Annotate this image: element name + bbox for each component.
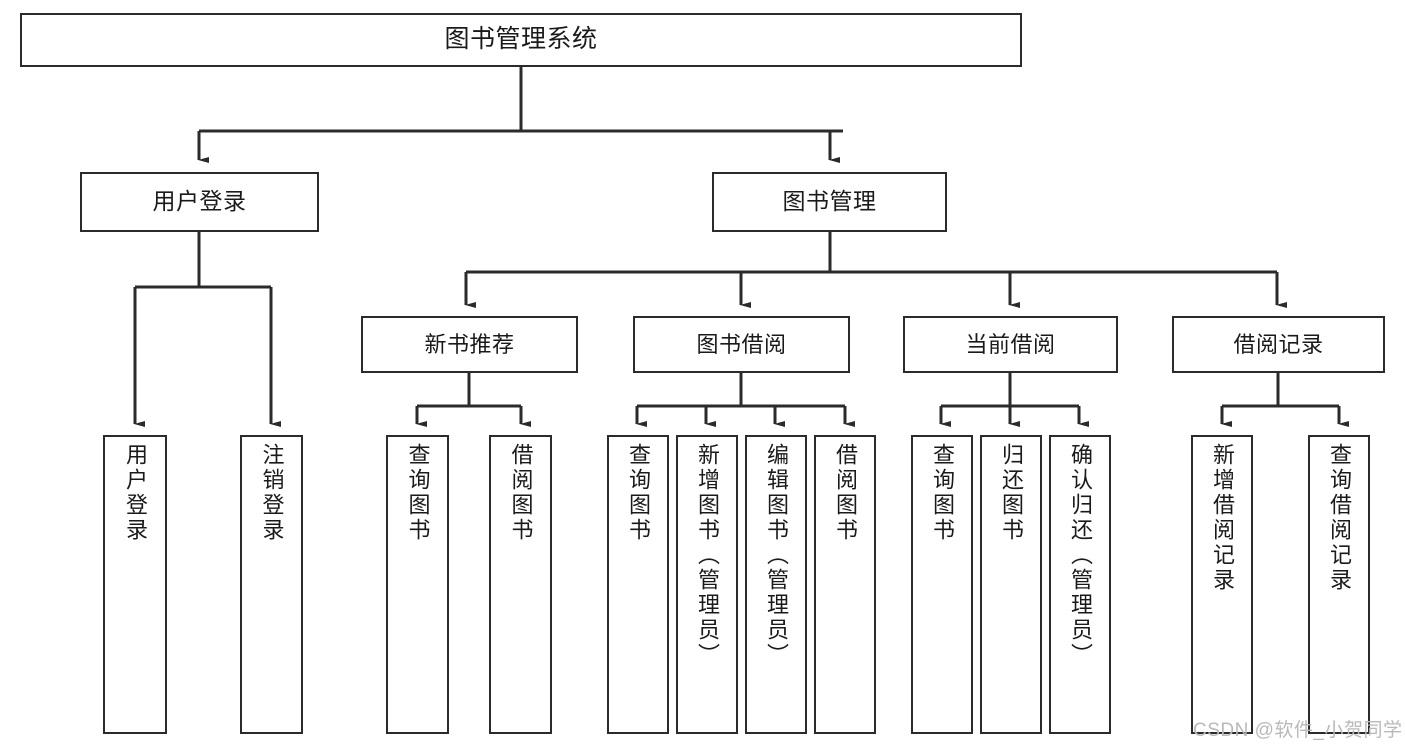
leaf-query-book-new-recommend[interactable]: 查询图书: [386, 435, 449, 734]
node-book-borrow[interactable]: 图书借阅: [633, 316, 850, 373]
node-label: 图书借阅: [696, 331, 787, 357]
leaf-user-login[interactable]: 用户登录: [103, 435, 167, 734]
node-label: 借阅记录: [1233, 331, 1324, 357]
node-label: 归还图书: [999, 443, 1024, 543]
node-user-login[interactable]: 用户登录: [80, 172, 319, 232]
node-new-book-recommend[interactable]: 新书推荐: [361, 316, 578, 373]
node-root-book-management-system[interactable]: 图书管理系统: [20, 13, 1022, 67]
leaf-query-book-borrow[interactable]: 查询图书: [607, 435, 669, 734]
node-current-borrow[interactable]: 当前借阅: [903, 316, 1118, 373]
node-label: 确认归还（管理员）: [1068, 443, 1093, 668]
node-label: 新书推荐: [424, 331, 515, 357]
csdn-watermark: CSDN @软件_小贺同学: [1193, 720, 1403, 741]
node-label: 新增图书（管理员）: [695, 443, 720, 668]
node-label: 用户登录: [123, 443, 148, 543]
node-borrow-record[interactable]: 借阅记录: [1172, 316, 1385, 373]
node-label: 新增借阅记录: [1210, 443, 1235, 593]
leaf-add-book-admin[interactable]: 新增图书（管理员）: [676, 435, 738, 734]
node-label: 注销登录: [259, 443, 285, 543]
node-label: 查询图书: [626, 443, 651, 543]
node-label: 当前借阅: [965, 331, 1056, 357]
node-label: 查询借阅记录: [1327, 443, 1352, 593]
leaf-edit-book-admin[interactable]: 编辑图书（管理员）: [745, 435, 807, 734]
leaf-query-borrow-record[interactable]: 查询借阅记录: [1308, 435, 1370, 734]
leaf-return-book[interactable]: 归还图书: [980, 435, 1042, 734]
node-label: 借阅图书: [833, 443, 858, 543]
node-label: 借阅图书: [508, 443, 534, 543]
node-label: 编辑图书（管理员）: [764, 443, 789, 668]
node-book-management[interactable]: 图书管理: [712, 172, 947, 232]
leaf-add-borrow-record[interactable]: 新增借阅记录: [1191, 435, 1253, 734]
leaf-query-book-current[interactable]: 查询图书: [911, 435, 973, 734]
node-label: 用户登录: [152, 188, 247, 215]
leaf-borrow-book-new-recommend[interactable]: 借阅图书: [489, 435, 552, 734]
node-label: 图书管理系统: [444, 25, 598, 54]
node-label: 查询图书: [930, 443, 955, 543]
leaf-borrow-book-borrow[interactable]: 借阅图书: [814, 435, 876, 734]
node-label: 图书管理: [782, 188, 877, 215]
leaf-confirm-return-admin[interactable]: 确认归还（管理员）: [1049, 435, 1111, 734]
leaf-logout-login[interactable]: 注销登录: [240, 435, 303, 734]
node-label: 查询图书: [405, 443, 431, 543]
